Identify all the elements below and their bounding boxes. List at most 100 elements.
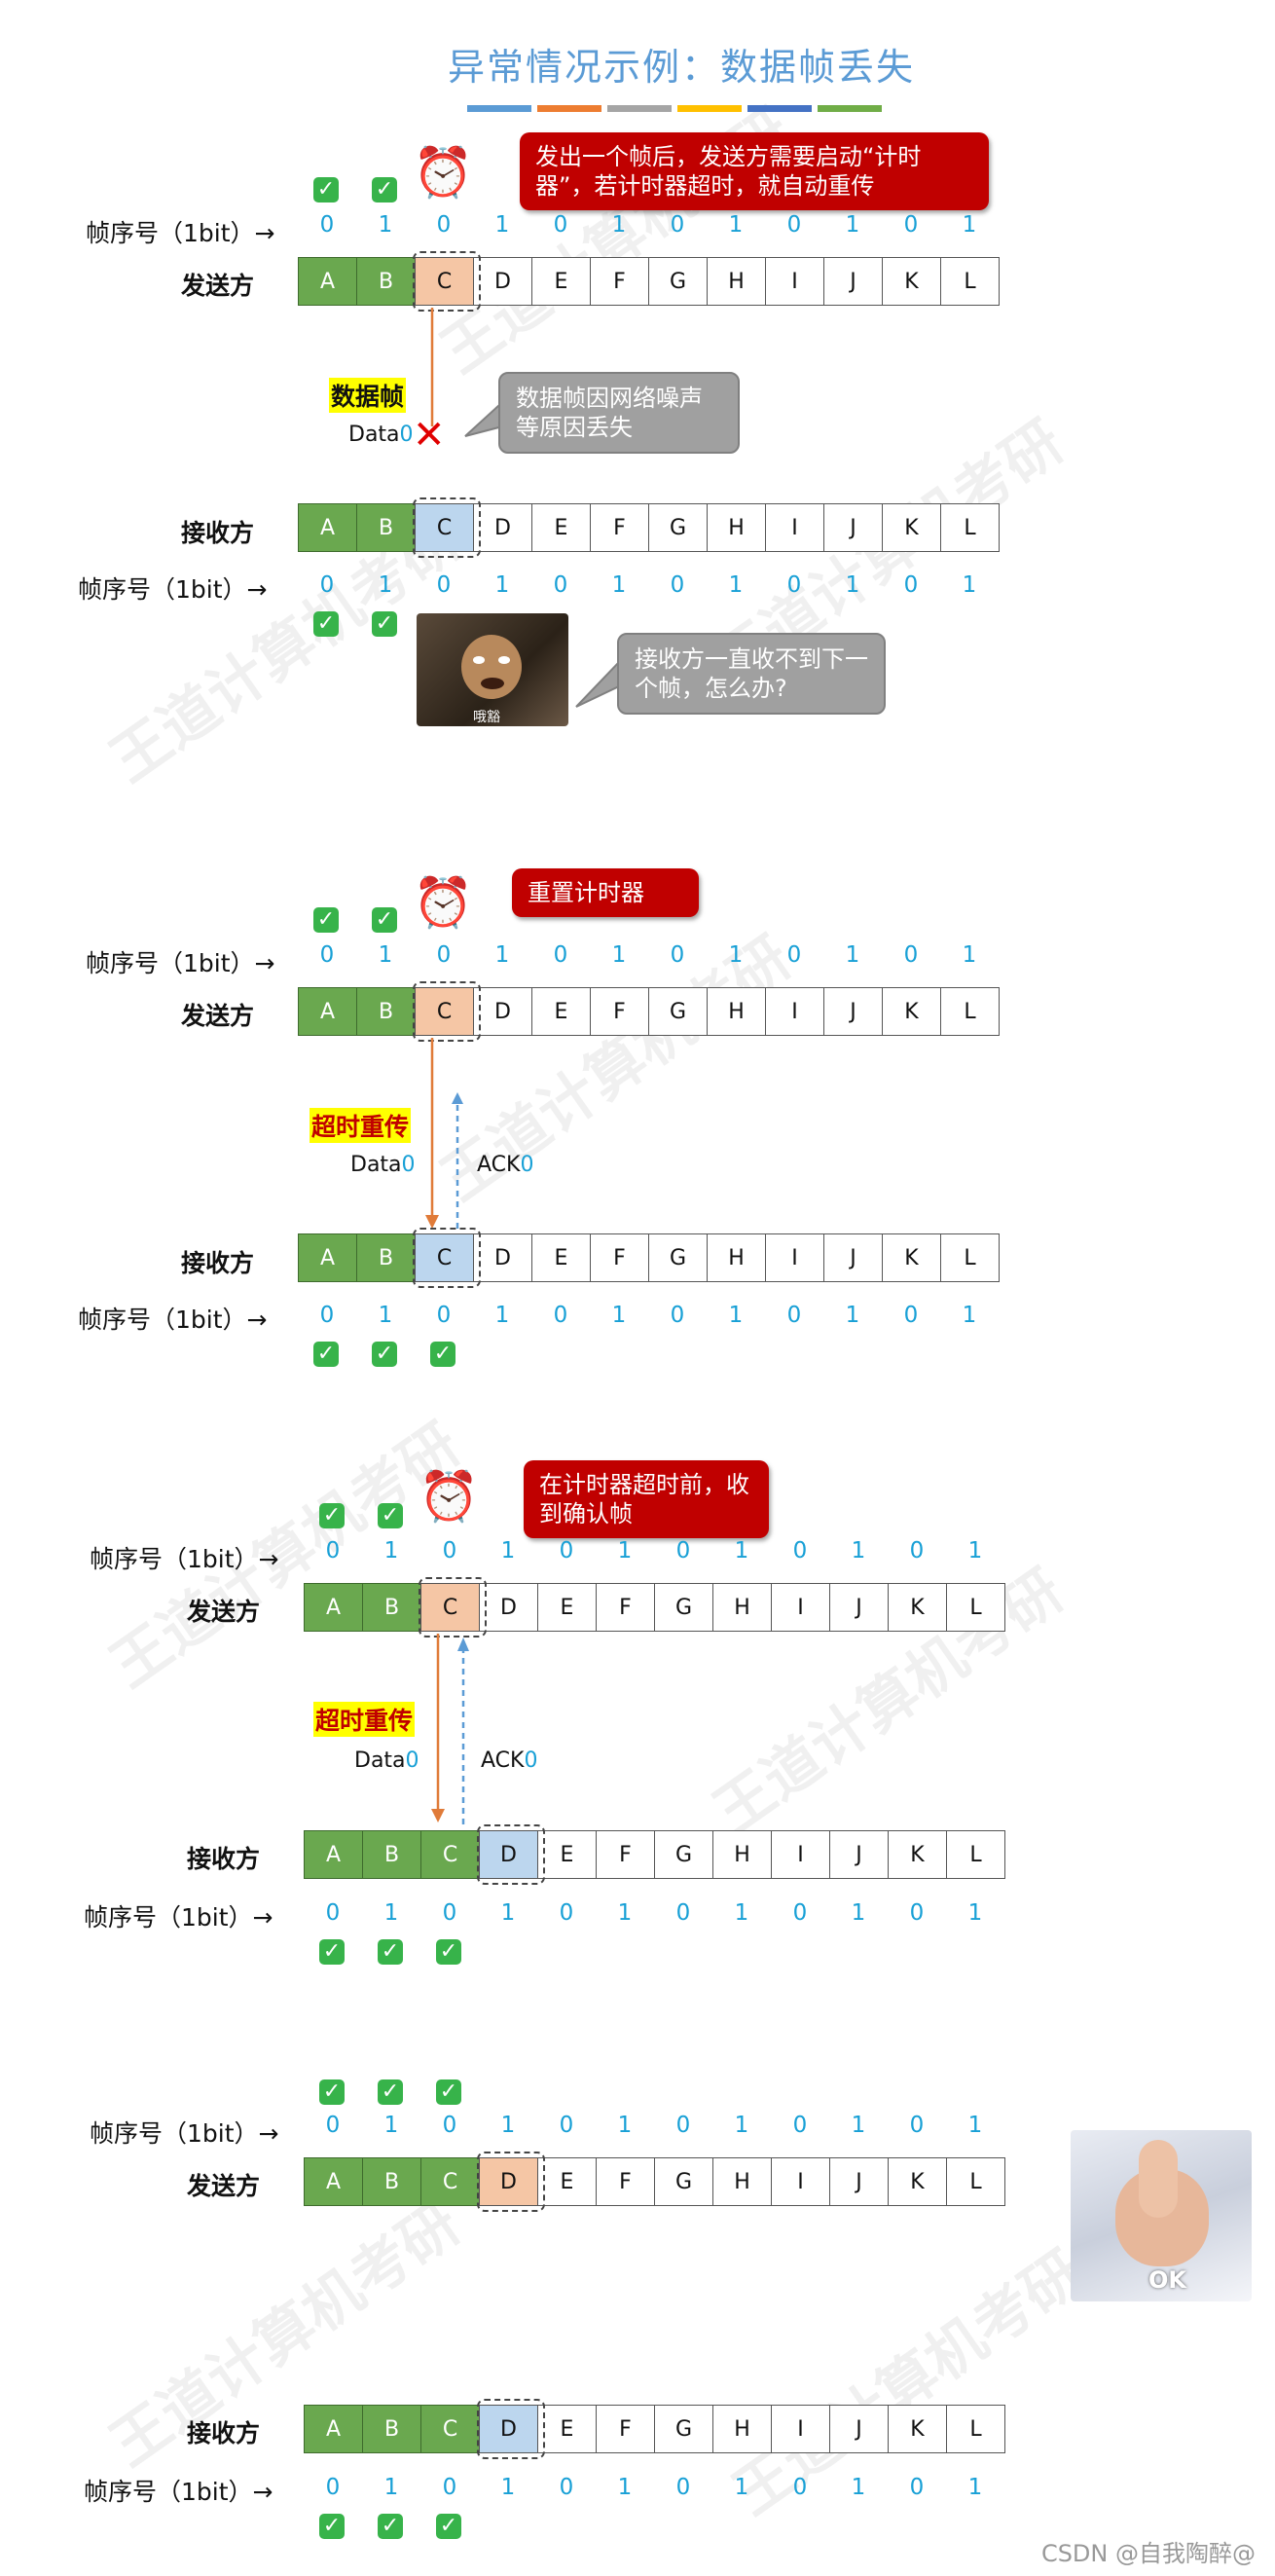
seq-bit: 0 — [319, 942, 335, 968]
frame-cell: B — [362, 1583, 421, 1632]
seq-bit: 1 — [851, 2475, 866, 2500]
frame-cell: I — [765, 257, 824, 306]
title-underline-segment — [467, 105, 531, 112]
seq-bit: 0 — [436, 572, 452, 598]
seq-label: 帧序号（1bit）→ — [78, 1306, 268, 1334]
seq-bit: 0 — [909, 2113, 925, 2138]
check-icon: ✓ — [313, 177, 339, 202]
frame-cell: I — [765, 1233, 824, 1282]
frame-cell: G — [654, 2157, 713, 2206]
seq-bit: 1 — [967, 1900, 983, 1926]
seq-bit: 0 — [792, 2113, 808, 2138]
seq-bit: 0 — [903, 942, 919, 968]
seq-bit: 0 — [909, 1538, 925, 1564]
frame-cell: C — [420, 1583, 480, 1632]
receiver-label: 接收方 — [181, 1249, 255, 1277]
receiver-label: 接收方 — [187, 1845, 261, 1873]
seq-bit: 1 — [728, 942, 744, 968]
title-underline-segment — [677, 105, 742, 112]
wait-bubble-pointer — [575, 657, 622, 708]
frame-cell: A — [298, 503, 357, 552]
frame-cell: F — [596, 2405, 655, 2453]
meme-caption: 哦豁 — [473, 710, 500, 725]
seq-label: 帧序号（1bit）→ — [90, 1545, 279, 1573]
seq-bit: 1 — [494, 1303, 510, 1328]
frame-cell: F — [590, 987, 649, 1036]
reset-timer-bubble: 重置计时器 — [512, 868, 699, 917]
seq-bit: 1 — [728, 1303, 744, 1328]
seq-bit: 0 — [909, 1900, 925, 1926]
seq-bit: 0 — [786, 1303, 802, 1328]
frame-cell: L — [946, 2405, 1005, 2453]
page-title: 异常情况示例：数据帧丢失 — [447, 46, 915, 89]
frame-cell: E — [537, 2405, 597, 2453]
receiver-label: 接收方 — [187, 2419, 261, 2447]
seq-bit: 0 — [436, 1303, 452, 1328]
send-window-frame — [413, 981, 481, 1042]
seq-bit: 0 — [553, 572, 568, 598]
check-icon: ✓ — [319, 1939, 345, 1965]
frame-cell: C — [420, 1830, 480, 1879]
seq-bit: 0 — [559, 1900, 574, 1926]
sender-label: 发送方 — [181, 1002, 255, 1030]
seq-bit: 0 — [903, 212, 919, 238]
seq-bit: 0 — [553, 212, 568, 238]
seq-bit: 0 — [670, 572, 685, 598]
seq-label: 帧序号（1bit）→ — [86, 219, 275, 247]
frame-cell: E — [531, 503, 591, 552]
frame-cell: L — [940, 257, 1000, 306]
frame-cell: H — [707, 1233, 766, 1282]
frame-cell: G — [648, 1233, 708, 1282]
frame-cell: A — [304, 1583, 363, 1632]
frame-cell: G — [648, 987, 708, 1036]
data-ack-arrows — [431, 1634, 469, 1824]
seq-bit: 1 — [734, 1538, 749, 1564]
seq-bit: 0 — [319, 212, 335, 238]
seq-bit: 1 — [500, 2475, 516, 2500]
frame-cell: E — [537, 1583, 597, 1632]
seq-bit: 1 — [728, 572, 744, 598]
frame-cell: H — [707, 503, 766, 552]
frame-cell: D — [473, 1233, 532, 1282]
frame-cell: E — [531, 987, 591, 1036]
receive-window-frame — [477, 2399, 545, 2459]
frame-cell: C — [420, 2405, 480, 2453]
seq-bit: 0 — [675, 1538, 691, 1564]
frame-cell: A — [304, 1830, 363, 1879]
frame-cell: L — [940, 1233, 1000, 1282]
frame-cell: F — [596, 1830, 655, 1879]
seq-bit: 1 — [383, 2113, 399, 2138]
frame-cell: J — [823, 987, 883, 1036]
frame-cell: D — [479, 1583, 538, 1632]
seq-bit: 1 — [383, 1900, 399, 1926]
seq-bit: 0 — [325, 1538, 341, 1564]
seq-bit: 0 — [442, 2475, 457, 2500]
check-icon: ✓ — [372, 177, 397, 202]
seq-bit: 0 — [792, 1538, 808, 1564]
frame-cell: E — [531, 1233, 591, 1282]
frame-cell: E — [537, 1830, 597, 1879]
seq-bit: 1 — [617, 2475, 633, 2500]
seq-bit: 1 — [851, 1900, 866, 1926]
send-window-frame — [419, 1577, 487, 1638]
ack-frame-text: ACK0 — [481, 1748, 538, 1773]
data-frame-text: Data0 — [350, 1153, 416, 1177]
seq-bit: 1 — [617, 2113, 633, 2138]
seq-bit: 0 — [670, 212, 685, 238]
seq-bit: 1 — [962, 1303, 977, 1328]
seq-bit: 1 — [962, 942, 977, 968]
frame-cell: B — [356, 987, 416, 1036]
seq-bit: 0 — [325, 2475, 341, 2500]
seq-bit: 0 — [319, 1303, 335, 1328]
